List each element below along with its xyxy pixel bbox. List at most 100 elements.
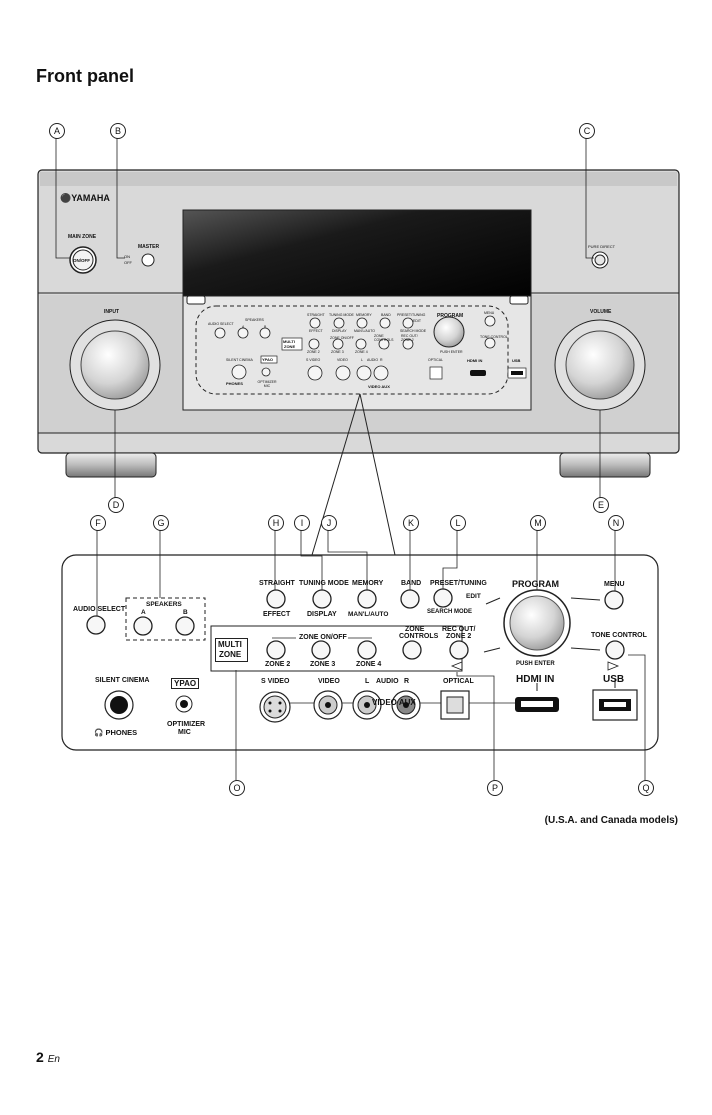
speaker-b-label: B <box>183 609 188 616</box>
callout-l: L <box>450 515 466 531</box>
mini-program: PROGRAM <box>437 313 464 319</box>
display-label: DISPLAY <box>307 611 337 618</box>
optimizer-label: OPTIMIZER <box>167 721 206 728</box>
page-title: Front panel <box>36 66 134 86</box>
main-zone-label: MAIN ZONE <box>68 234 97 240</box>
s-video-label: S VIDEO <box>261 678 290 685</box>
mini-audio: AUDIO <box>367 358 379 362</box>
input-label: INPUT <box>104 309 119 315</box>
on-off-label: ON/OFF <box>73 258 90 263</box>
tone-control-label: TONE CONTROL <box>591 632 647 639</box>
manl-auto-label: MAN'L/AUTO <box>348 611 389 618</box>
mini-s-video: S VIDEO <box>306 358 321 362</box>
mini-zone: ZONE <box>284 344 296 349</box>
video-aux-label: VIDEO AUX <box>372 698 416 707</box>
mini-memory: MEMORY <box>356 313 372 317</box>
mini-search-mode: SEARCH MODE <box>400 329 427 333</box>
mini-multi: MULTI <box>283 339 295 344</box>
pure-direct-label: PURE DIRECT <box>588 244 616 249</box>
silent-cinema-label: SILENT CINEMA <box>95 677 150 684</box>
mini-tone-control: TONE CONTROL <box>480 335 508 339</box>
edit-label: EDIT <box>466 593 481 600</box>
callout-n: N <box>608 515 624 531</box>
mini-preset-tuning: PRESET/TUNING <box>397 313 426 317</box>
callout-g: G <box>153 515 169 531</box>
hdmi-in-label: HDMI IN <box>516 674 555 685</box>
effect-label: EFFECT <box>263 611 291 618</box>
yamaha-logo: ⚫YAMAHA <box>60 193 110 203</box>
mini-display: DISPLAY <box>332 329 347 333</box>
mini-band: BAND <box>381 313 391 317</box>
mini-spk-b: B <box>264 325 267 329</box>
search-mode-label: SEARCH MODE <box>427 609 473 615</box>
audio-l-label: L <box>365 678 370 685</box>
menu-label: MENU <box>604 581 625 588</box>
mini-edit: EDIT <box>413 319 421 323</box>
volume-label: VOLUME <box>590 309 612 315</box>
mini-zone4: ZONE 4 <box>355 350 368 354</box>
ypao-label: YPAO <box>171 678 200 689</box>
multi-zone-box <box>215 638 248 662</box>
mini-zone2: ZONE 2 <box>307 350 320 354</box>
zone-on-off-label: ZONE ON/OFF <box>299 634 347 641</box>
brand-text: YAMAHA <box>71 193 110 203</box>
zone4-label: ZONE 4 <box>356 661 382 668</box>
callout-c: C <box>579 123 595 139</box>
mini-speakers: SPEAKERS <box>245 318 264 322</box>
mini-phones: PHONES <box>226 381 243 386</box>
mic-label: MIC <box>178 729 191 736</box>
mini-manl-auto: MAN'L/AUTO <box>354 329 376 333</box>
optical-label: OPTICAL <box>443 678 474 685</box>
usb-label: USB <box>603 674 625 685</box>
region-note: (U.S.A. and Canada models) <box>544 815 678 826</box>
mini-zone-on-off: ZONE ON/OFF <box>330 336 354 340</box>
callout-d: D <box>108 497 124 513</box>
headphones-icon: 🎧 <box>94 728 104 737</box>
mini-menu: MENU <box>484 311 495 315</box>
band-label: BAND <box>401 580 422 587</box>
mini-tuning-mode: TUNING MODE <box>329 313 354 317</box>
mini-l: L <box>361 358 363 362</box>
mini-zone-controls: ZONE CONTROLS <box>374 334 394 342</box>
mini-zone3: ZONE 3 <box>331 350 344 354</box>
phones-text: PHONES <box>105 728 138 737</box>
mini-push-enter: PUSH ENTER <box>440 350 463 354</box>
callout-a: A <box>49 123 65 139</box>
mini-usb: USB <box>512 358 521 363</box>
mini-hdmi-in: HDMI IN <box>467 358 483 363</box>
callout-f: F <box>90 515 106 531</box>
master-label: MASTER <box>138 244 160 250</box>
zone-label: ZONE <box>219 650 242 659</box>
zone-controls-label-2: CONTROLS <box>399 633 439 640</box>
page-number: 2 En <box>36 1049 60 1065</box>
push-enter-label: PUSH ENTER <box>516 661 555 667</box>
straight-label: STRAIGHT <box>259 580 295 587</box>
page-language: En <box>47 1054 60 1065</box>
callout-m: M <box>530 515 546 531</box>
callout-b: B <box>110 123 126 139</box>
mini-optical: OPTICAL <box>428 358 443 362</box>
mini-video: VIDEO <box>337 358 348 362</box>
display-window <box>182 209 532 303</box>
callout-h: H <box>268 515 284 531</box>
page-number-value: 2 <box>36 1049 44 1065</box>
preset-tuning-label: PRESET/TUNING <box>430 580 487 587</box>
callout-k: K <box>403 515 419 531</box>
audio-select-label: AUDIO SELECT <box>73 606 126 613</box>
memory-label: MEMORY <box>352 580 384 587</box>
mini-ypao: YPAO <box>262 357 274 362</box>
zone2-label: ZONE 2 <box>265 661 291 668</box>
zone3-label: ZONE 3 <box>310 661 336 668</box>
audio-label: AUDIO <box>376 678 399 685</box>
tuning-mode-label: TUNING MODE <box>299 580 349 587</box>
multi-label: MULTI <box>218 640 242 649</box>
mini-rec-out: REC OUT/ ZONE 2 <box>401 334 418 342</box>
speakers-label: SPEAKERS <box>146 601 182 608</box>
callout-e: E <box>593 497 609 513</box>
callout-o: O <box>229 780 245 796</box>
mini-video-aux: VIDEO AUX <box>368 384 390 389</box>
mini-spk-a: A <box>242 325 245 329</box>
callout-q: Q <box>638 780 654 796</box>
speaker-a-label: A <box>141 609 146 616</box>
